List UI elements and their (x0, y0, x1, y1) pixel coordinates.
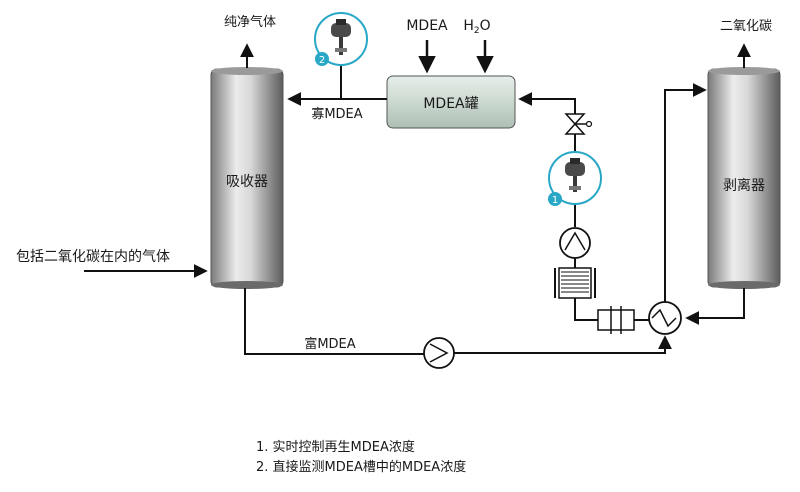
cooler (554, 267, 596, 299)
sensor-2 (314, 12, 368, 66)
mdea-tank (386, 75, 516, 129)
stripper-column (707, 67, 781, 289)
sensor-1-number: 1 (552, 195, 558, 206)
feed-gas-label: 包括二氧化碳在内的气体 (16, 249, 170, 265)
rich-pump (423, 337, 455, 369)
lean-pump (559, 227, 591, 259)
cooler-to-filter-line (574, 298, 598, 321)
note-1: 1. 实时控制再生MDEA浓度 (256, 440, 415, 455)
pure-gas-label: 纯净气体 (224, 14, 276, 30)
sensor-1 (548, 151, 602, 206)
heat-exchanger (648, 301, 682, 335)
co2-label: 二氧化碳 (720, 19, 772, 34)
lean-mdea-label: 寡MDEA (311, 106, 362, 122)
stripper-label: 剥离器 (723, 177, 765, 194)
absorber-column (210, 67, 284, 289)
stripper-bottom-line (685, 288, 745, 325)
rich-mdea-line-b (454, 335, 672, 354)
notes-list: 1. 实时控制再生MDEA浓度 2. 直接监测MDEA槽中的MDEA浓度 (256, 438, 466, 478)
note-2: 2. 直接监测MDEA槽中的MDEA浓度 (256, 460, 467, 475)
rich-to-stripper-line (664, 83, 707, 302)
rich-mdea-line-a (244, 288, 424, 355)
rich-mdea-label: 富MDEA (304, 336, 355, 352)
mdea-tank-label: MDEA罐 (423, 96, 478, 112)
absorber-label: 吸收器 (226, 174, 268, 190)
h2o-label: H2O (463, 18, 490, 36)
filter-unit (597, 306, 635, 334)
mdea-input-label: MDEA (406, 18, 448, 34)
control-valve (564, 113, 593, 135)
sensor-2-number: 2 (319, 55, 325, 66)
